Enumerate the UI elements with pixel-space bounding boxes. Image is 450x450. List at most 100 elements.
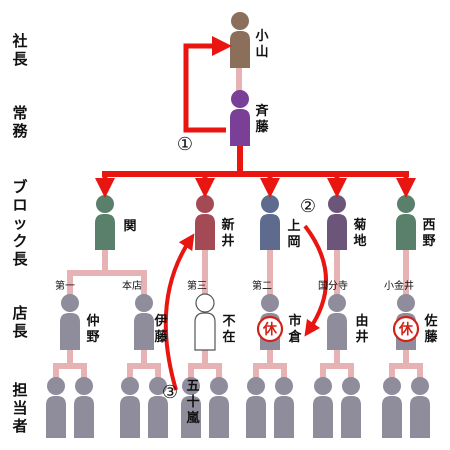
rest-badge-circle (256, 315, 284, 343)
staff-figure-3-0-head (247, 377, 265, 395)
store-name-vacant-char: 不 (222, 314, 235, 329)
director-name-label-char: 藤 (255, 119, 269, 135)
staff-figure-4-1-head (342, 377, 360, 395)
connector-store-staff-3 (267, 345, 273, 367)
connector-store-staff-4 (334, 345, 340, 367)
staff-figure-0-0 (46, 377, 66, 438)
store-manager-figure-yui (327, 294, 347, 350)
connector-president-director (236, 60, 242, 100)
staff-figure-1-1-body (148, 396, 168, 438)
connector-seki-nakano (67, 270, 73, 300)
store-name-yui: 由井 (355, 313, 368, 345)
store-manager-figure-ito (134, 294, 154, 350)
connector-store-staff-1 (141, 345, 147, 367)
connector-staff-right-2 (216, 363, 222, 383)
director-figure (230, 90, 250, 146)
connector-store-staff-0 (67, 345, 73, 367)
store-name-vacant: 不在 (222, 314, 235, 345)
staff-figure-5-0-head (383, 377, 401, 395)
staff-figure-2-1 (209, 377, 229, 438)
store-manager-figure-vacant-head (195, 293, 215, 313)
connector-staff-bar-1 (127, 363, 161, 369)
red-arrows (95, 36, 416, 391)
connector-staff-right-4 (348, 363, 354, 383)
staff-figure-4-1 (341, 377, 361, 438)
staff-name-featured-char: 十 (186, 394, 199, 410)
store-manager-figure-nakano-head (61, 294, 79, 312)
connector-staff-right-5 (417, 363, 423, 383)
store-manager-figure-yui-head (328, 294, 346, 312)
store-name-yui-char: 由 (355, 313, 368, 329)
arrow-1-loop (183, 36, 232, 133)
block-name-arai-char: 井 (221, 233, 234, 249)
rest-badge-ichikura: 休 (256, 315, 284, 343)
director-name-label-char: 斉 (255, 103, 268, 119)
block-name-nishino: 西野 (422, 218, 435, 249)
store-name-ichikura-char: 市 (288, 313, 301, 329)
arrow-3-curve (163, 233, 195, 391)
block-manager-figure-arai-head (196, 195, 214, 213)
staff-figure-3-1-body (274, 396, 294, 438)
store-name-nakano-char: 仲 (86, 313, 99, 329)
staff-figure-4-1-body (341, 396, 361, 438)
branch-label-nakano: 第一 (55, 279, 75, 292)
staff-figure-0-1-body (74, 396, 94, 438)
store-name-vacant-char: 在 (222, 329, 235, 345)
staff-figure-5-0 (382, 377, 402, 438)
connector-seki-ito (141, 270, 147, 300)
staff-figure-1-0-head (121, 377, 139, 395)
staff-figure-1-1 (148, 377, 168, 438)
rank-label-staff-char: 担 (12, 381, 27, 399)
block-manager-figure-kikuchi-body (327, 214, 347, 250)
store-manager-figure-vacant (194, 293, 216, 351)
block-manager-figure-seki-body (95, 214, 115, 250)
block-name-ueoka: 上岡 (287, 219, 300, 250)
connector-staff-bar-5 (389, 363, 423, 369)
staff-figure-0-0-body (46, 396, 66, 438)
rank-label-president: 社長 (11, 32, 28, 68)
director-name-label: 斉藤 (255, 103, 269, 135)
staff-name-featured: 五十嵐 (185, 379, 200, 426)
annotation-2: ② (300, 196, 316, 217)
connector-staff-bar-0 (53, 363, 87, 369)
store-manager-figure-nakano (60, 294, 80, 350)
connector-block-nishino (403, 245, 409, 297)
connector-store-staff-5 (403, 345, 409, 367)
block-name-kikuchi-char: 地 (353, 233, 366, 249)
block-name-kikuchi: 菊地 (353, 217, 366, 249)
rank-label-managing-director-char: 務 (12, 122, 28, 140)
arrow-trunk (237, 146, 243, 174)
president-name-label-char: 小 (255, 29, 268, 44)
rank-label-managing-director: 常務 (12, 104, 28, 140)
staff-figure-3-0-body (246, 396, 266, 438)
block-name-seki-char: 関 (123, 219, 136, 234)
staff-figure-4-0-head (314, 377, 332, 395)
arrow-horizontal-bar (102, 171, 409, 177)
rank-label-block-manager-char: ロ (12, 196, 27, 214)
rest-badge-circle (392, 315, 420, 343)
president-figure-body (230, 31, 250, 68)
rank-label-president-char: 社 (11, 32, 27, 50)
store-name-nakano: 仲野 (86, 313, 99, 345)
connector-staff-left-4 (320, 363, 326, 383)
connector-lines (53, 60, 423, 383)
staff-name-featured-char: 嵐 (185, 410, 200, 426)
rank-label-managing-director-char: 常 (12, 104, 27, 122)
rank-label-block-manager-char: 長 (12, 250, 28, 268)
connector-staff-left-1 (127, 363, 133, 383)
staff-figure-0-1 (74, 377, 94, 438)
staff-name-featured-char: 五 (186, 379, 199, 394)
rest-badge-text: 休 (262, 321, 278, 338)
staff-figure-3-0 (246, 377, 266, 438)
annotation-1: ① (177, 134, 193, 155)
connector-block-arai (202, 245, 208, 305)
branch-label-vacant: 第三 (187, 279, 207, 292)
connector-staff-left-5 (389, 363, 395, 383)
branch-label-sato: 小金井 (384, 279, 414, 292)
store-name-ito-char: 藤 (154, 329, 168, 345)
store-manager-figure-vacant-body (194, 312, 216, 351)
block-manager-figure-nishino-head (397, 195, 415, 213)
staff-figure-1-0 (120, 377, 140, 438)
block-manager-figure-nishino (396, 195, 416, 250)
rest-badge-sato: 休 (392, 315, 420, 343)
